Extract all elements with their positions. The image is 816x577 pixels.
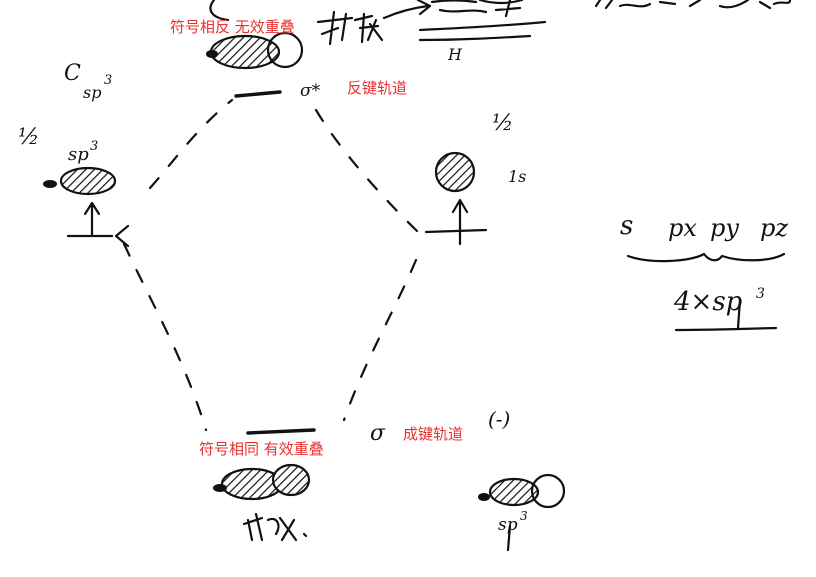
svg-text:3: 3 (90, 139, 98, 154)
basis-pz: pz (760, 214, 788, 242)
sigma-star-label: σ* (300, 81, 321, 101)
bonding-orbital-annotation: 成键轨道 (403, 425, 464, 443)
left-sp3-level: ½ sp 3 (18, 125, 130, 248)
svg-text:3: 3 (104, 73, 112, 88)
sigma-label: σ (370, 421, 386, 446)
correlation-lines (122, 98, 420, 432)
charge-label: (-) (488, 407, 510, 431)
svg-text:C: C (64, 61, 81, 86)
hybrid-exp: 3 (756, 286, 765, 302)
right-1s-level: ½ 1s (424, 111, 526, 246)
svg-text:½: ½ (492, 111, 513, 136)
top-handwriting: H (316, 0, 792, 64)
svg-text:3: 3 (520, 509, 528, 523)
svg-text:sp: sp (498, 515, 518, 535)
basis-px: px (668, 214, 697, 242)
basis-py: py (710, 214, 739, 242)
antibonding-overlap-sketch (206, 0, 304, 70)
carbon-label: C sp 3 (64, 61, 112, 102)
bonding-level: σ (246, 421, 386, 446)
bonding-phase-annotation: 符号相同 有效重叠 (199, 440, 324, 458)
hybridization-notes: s px py pz 4×sp 3 (620, 211, 788, 332)
top-h-label: H (447, 45, 463, 64)
bottom-sp3-orbital: (-) sp 3 (478, 407, 566, 552)
antibonding-orbital-annotation: 反键轨道 (347, 79, 408, 97)
svg-text:½: ½ (18, 125, 39, 150)
antibonding-level: σ* (234, 81, 321, 101)
svg-text:sp: sp (68, 144, 89, 165)
svg-text:sp: sp (83, 83, 101, 102)
bonding-overlap-sketch (213, 463, 311, 542)
svg-text:1s: 1s (508, 167, 526, 186)
antibonding-phase-annotation: 符号相反 无效重叠 (170, 18, 295, 36)
hybrid-result: 4×sp (673, 287, 743, 317)
basis-s: s (620, 211, 633, 241)
